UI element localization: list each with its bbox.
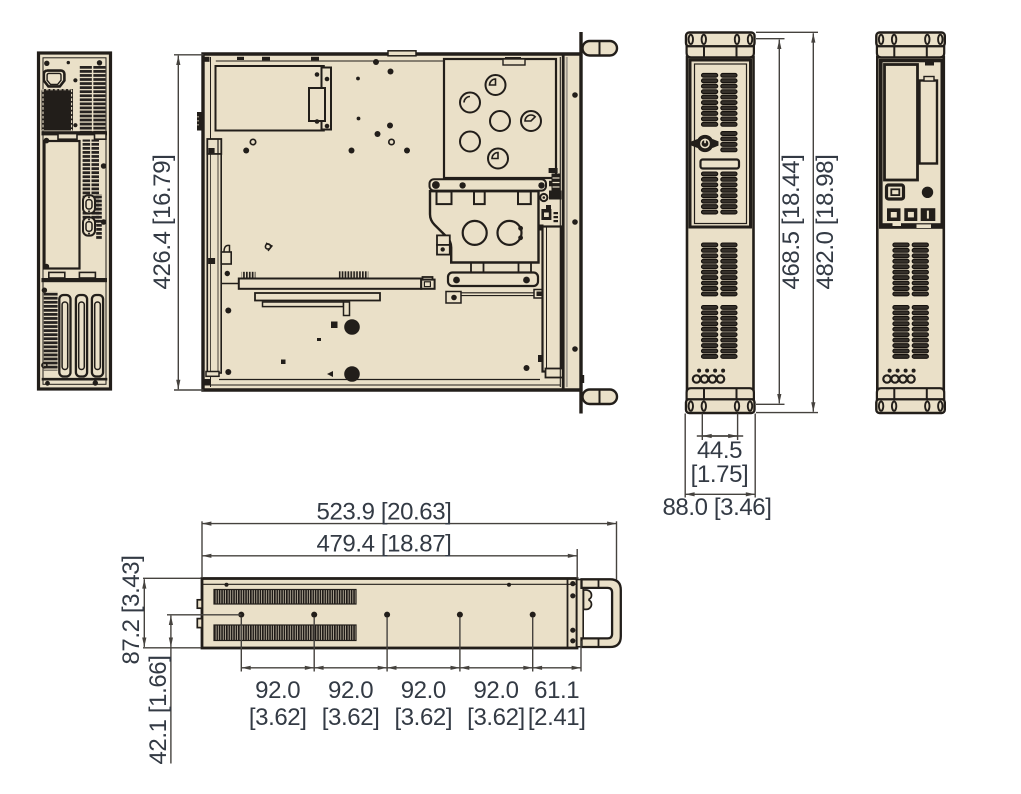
label-side-overall-length: 523.9 [20.63] [317, 499, 452, 526]
front-open-top-ear [875, 31, 946, 59]
rear-connector-bump [197, 112, 202, 131]
label-spacing-3-mm: 92.0 [401, 677, 446, 704]
dim-slot-pitch [696, 413, 744, 440]
side-hole-row [238, 611, 536, 618]
rear-vent-bottom [43, 291, 58, 371]
label-front-width: 88.0 [3.46] [662, 494, 771, 521]
power-button [921, 186, 934, 198]
rear-divider-bottom [41, 271, 107, 283]
side-keylock-profile [582, 589, 593, 611]
drive-bay [442, 57, 558, 180]
rear-vent-top [79, 65, 106, 134]
label-side-hole-offset: 42.1 [1.66] [145, 655, 172, 764]
label-spacing-3-in: [3.62] [394, 704, 452, 731]
ac-inlet [42, 69, 66, 88]
screw-holes [224, 59, 578, 375]
front-top-ear [684, 31, 756, 59]
label-slot-pitch-in: [1.75] [691, 461, 749, 488]
keylock [691, 134, 719, 153]
side-handle [575, 578, 622, 649]
dim-top-depth [174, 54, 204, 391]
rear-vent-small [96, 194, 102, 240]
label-spacing-5-in: [2.41] [528, 704, 586, 731]
label-spacing-2-in: [3.62] [322, 704, 380, 731]
dimension-labels: 426.4 [16.79] 468.5 [18.44] 482.0 [18.98… [118, 155, 839, 765]
io-window [43, 139, 81, 270]
front-open-bottom-ear [875, 387, 946, 415]
label-spacing-1-in: [3.62] [249, 704, 307, 731]
dimension-annotations [142, 31, 818, 764]
label-slot-pitch-mm: 44.5 [697, 437, 742, 464]
psu-top-view [214, 65, 332, 132]
rear-divider-top [41, 131, 107, 141]
front-buttons [884, 183, 936, 221]
psu-block [41, 89, 73, 131]
bay-cdrom [918, 79, 939, 165]
front-panel-strip [559, 32, 585, 414]
side-view [196, 577, 622, 650]
label-side-body-length: 479.4 [18.87] [317, 531, 452, 558]
side-vents [213, 588, 357, 642]
label-spacing-1-mm: 92.0 [255, 677, 300, 704]
label-top-depth: 426.4 [16.79] [149, 155, 176, 290]
front-view-open [875, 31, 946, 415]
bay-55 [883, 63, 919, 182]
top-view [197, 32, 619, 414]
front-view-door [684, 31, 756, 415]
dim-front-heights [756, 31, 818, 414]
riser-card-assembly [222, 271, 546, 317]
side-front-panel [566, 579, 576, 648]
dim-hole-chain [240, 617, 582, 672]
expansion-slots [58, 293, 105, 378]
top-handle [581, 39, 619, 57]
dsub-connectors [82, 194, 96, 237]
bottom-handle [581, 388, 619, 406]
label-spacing-4-in: [3.62] [467, 704, 525, 731]
top-edge-notch [387, 50, 417, 57]
dim-front-width [684, 413, 756, 498]
bay-bracket [428, 178, 547, 192]
label-front-overall-height: 482.0 [18.98] [812, 155, 839, 290]
label-front-inner-height: 468.5 [18.44] [778, 155, 805, 290]
dim-side-lengths [201, 521, 618, 580]
label-spacing-2-mm: 92.0 [328, 677, 373, 704]
front-bottom-ear [684, 387, 756, 415]
front-panel-electronics [539, 168, 562, 223]
door-recess-slot [699, 158, 741, 170]
rear-view [36, 51, 113, 391]
label-spacing-5-mm: 61.1 [534, 677, 579, 704]
floor-holes [281, 319, 360, 382]
label-side-height: 87.2 [3.43] [118, 555, 145, 664]
label-spacing-4-mm: 92.0 [473, 677, 518, 704]
hdd-bracket [428, 190, 540, 264]
dim-side-heights [142, 577, 242, 764]
riser-cage [523, 224, 565, 379]
